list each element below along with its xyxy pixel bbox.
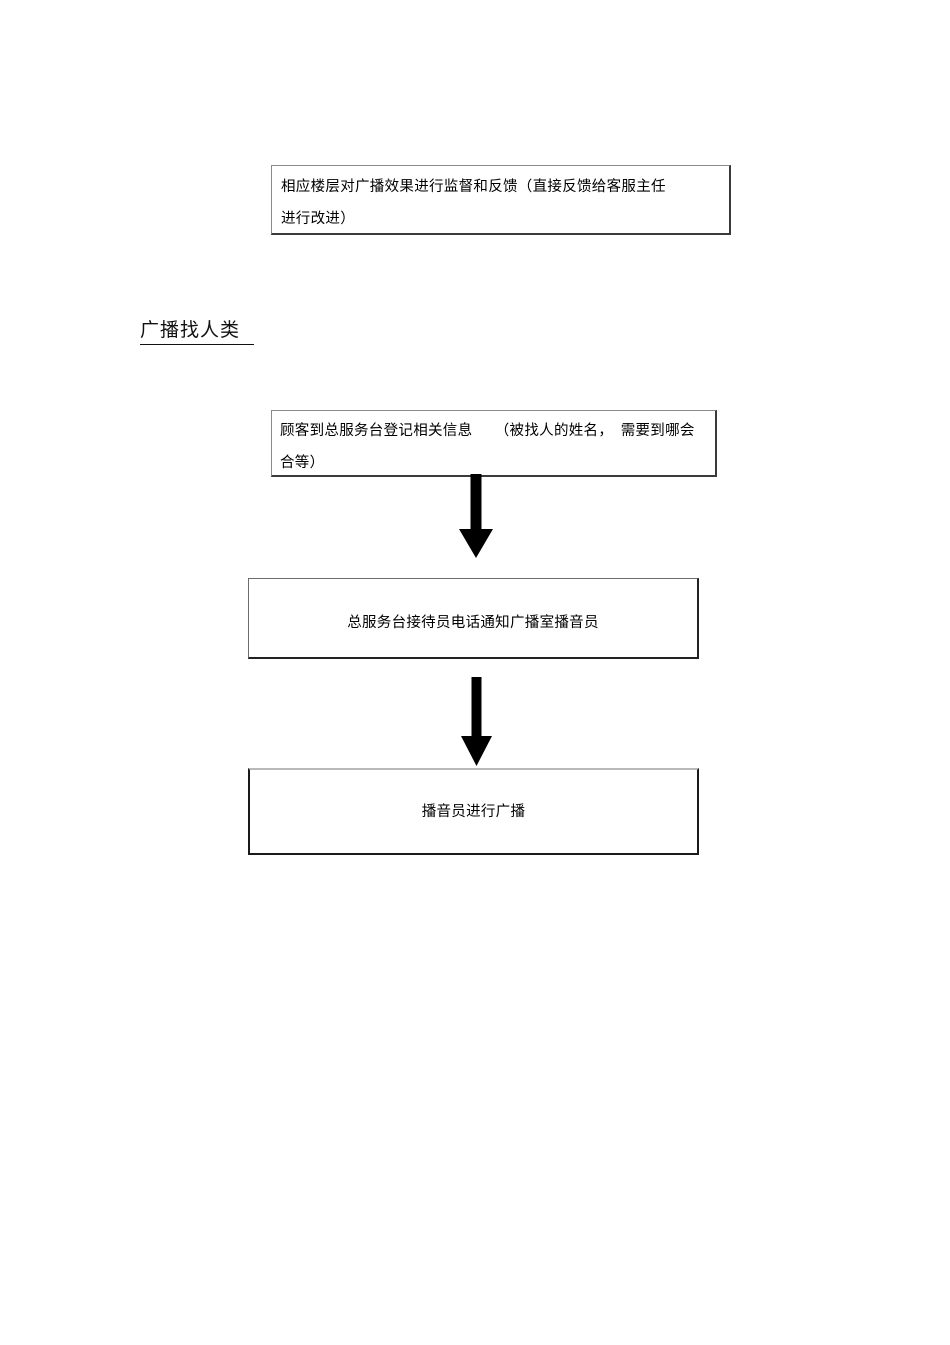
flow-box-register-text: 顾客到总服务台登记相关信息 （被找人的姓名， 需要到哪会 合等） bbox=[280, 423, 695, 471]
flow-box-feedback: 相应楼层对广播效果进行监督和反馈（直接反馈给客服主任 进行改进） bbox=[271, 165, 731, 235]
flow-box-broadcast-text: 播音员进行广播 bbox=[421, 804, 526, 820]
flow-box-register: 顾客到总服务台登记相关信息 （被找人的姓名， 需要到哪会 合等） bbox=[271, 410, 717, 477]
down-arrow-icon-notify-to-broadcast bbox=[461, 677, 492, 766]
section-heading-broadcast-paging: 广播找人类 bbox=[140, 318, 255, 345]
flow-box-broadcast: 播音员进行广播 bbox=[248, 768, 699, 855]
down-arrow-icon-register-to-notify bbox=[459, 474, 493, 558]
flow-box-notify: 总服务台接待员电话通知广播室播音员 bbox=[248, 578, 699, 659]
flow-box-feedback-text: 相应楼层对广播效果进行监督和反馈（直接反馈给客服主任 进行改进） bbox=[281, 179, 666, 227]
flow-box-notify-text: 总服务台接待员电话通知广播室播音员 bbox=[347, 615, 599, 631]
